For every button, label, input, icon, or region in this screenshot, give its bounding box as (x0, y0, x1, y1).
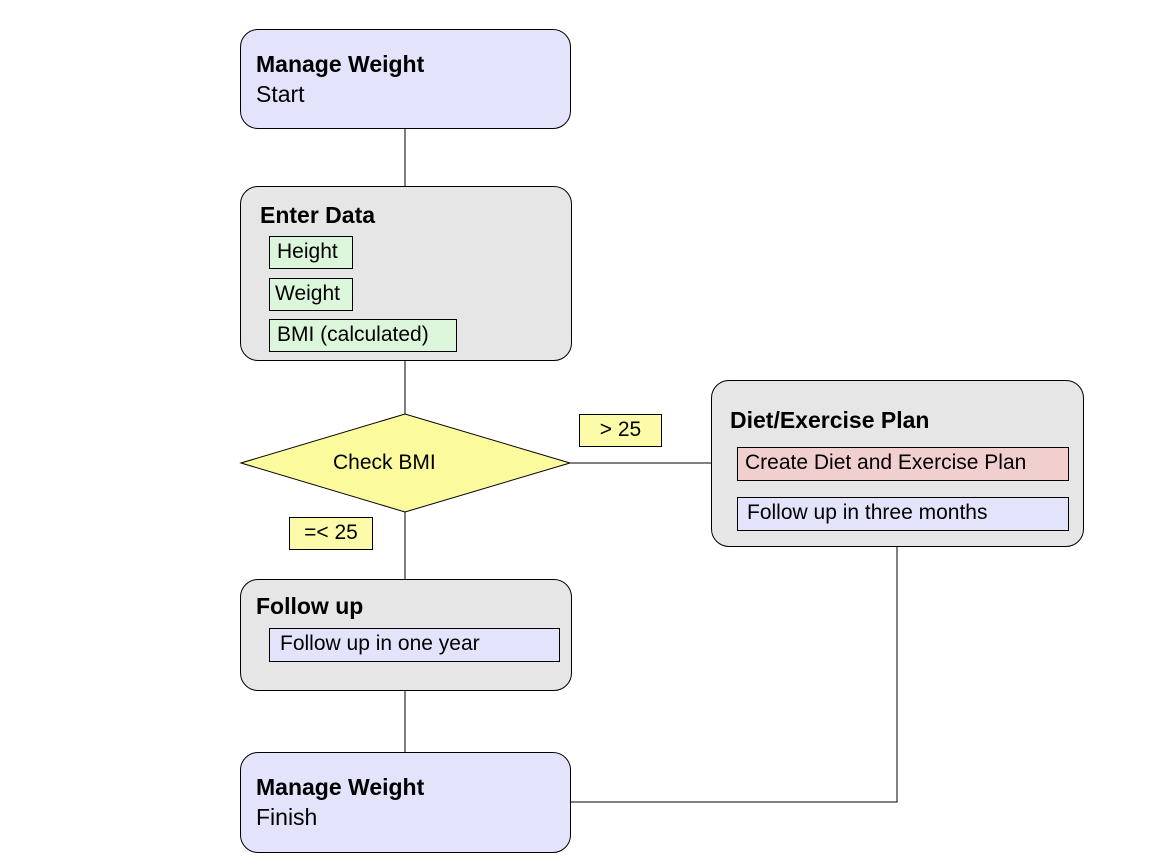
edge-label-high-bmi: > 25 (579, 414, 662, 447)
enter-data-node[interactable]: Enter Data Height Weight BMI (calculated… (240, 186, 572, 361)
data-field-height: Height (269, 236, 353, 269)
diet-exercise-plan-node[interactable]: Diet/Exercise Plan Create Diet and Exerc… (711, 380, 1084, 547)
follow-up-node[interactable]: Follow up Follow up in one year (240, 579, 572, 691)
data-field-weight: Weight (269, 278, 353, 311)
start-node-title: Manage Weight (256, 51, 425, 77)
enter-data-title: Enter Data (260, 202, 376, 228)
data-field-bmi: BMI (calculated) (269, 319, 457, 352)
follow-up-node-title: Follow up (256, 593, 364, 619)
decision-label: Check BMI (333, 451, 436, 474)
follow-up-three-months-action: Follow up in three months (737, 497, 1069, 531)
start-node[interactable]: Manage Weight Start (240, 29, 571, 129)
finish-node-subtitle: Finish (256, 804, 318, 830)
plan-node-title: Diet/Exercise Plan (730, 407, 930, 433)
finish-node[interactable]: Manage Weight Finish (240, 752, 571, 853)
edge-label-normal-bmi: =< 25 (289, 517, 373, 550)
decision-diamond[interactable] (239, 413, 572, 513)
follow-up-one-year-action: Follow up in one year (269, 628, 560, 662)
create-diet-exercise-plan-action: Create Diet and Exercise Plan (737, 447, 1069, 481)
edge-plan-to-finish (570, 546, 898, 803)
finish-node-title: Manage Weight (256, 774, 425, 800)
start-node-subtitle: Start (256, 81, 305, 107)
